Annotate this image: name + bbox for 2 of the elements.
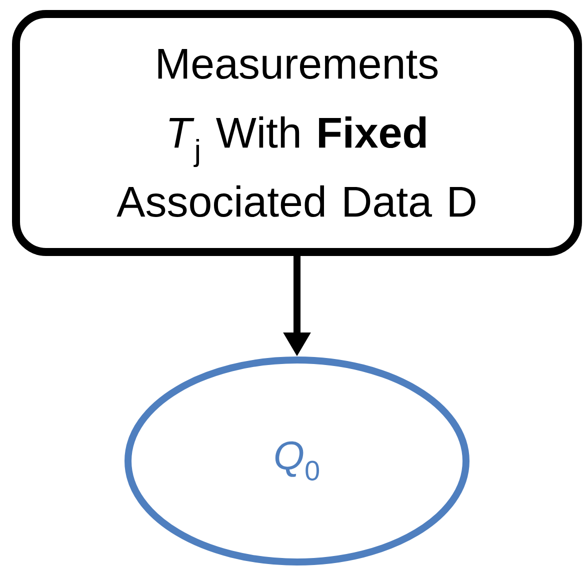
ellipse-node: Q$_{0}$	[124, 356, 470, 566]
process-box: Measurements T$_{j}$ With Fixed Associated Data D	[12, 10, 582, 256]
